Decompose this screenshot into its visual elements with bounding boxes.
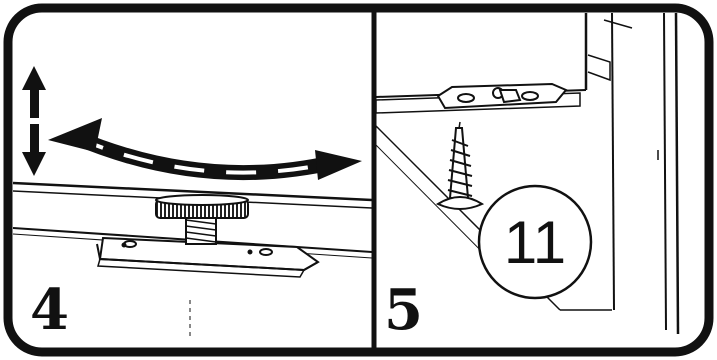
- mounting-bracket: [376, 84, 580, 113]
- rotate-arrow-icon: [48, 118, 362, 180]
- screw-icon: [438, 122, 482, 209]
- adjusting-foot: [156, 195, 248, 244]
- up-down-arrow-icon: [22, 66, 46, 176]
- part-callout-number: 11: [479, 186, 591, 298]
- step-4-number: 4: [30, 282, 69, 338]
- step-5-number: 5: [384, 282, 423, 338]
